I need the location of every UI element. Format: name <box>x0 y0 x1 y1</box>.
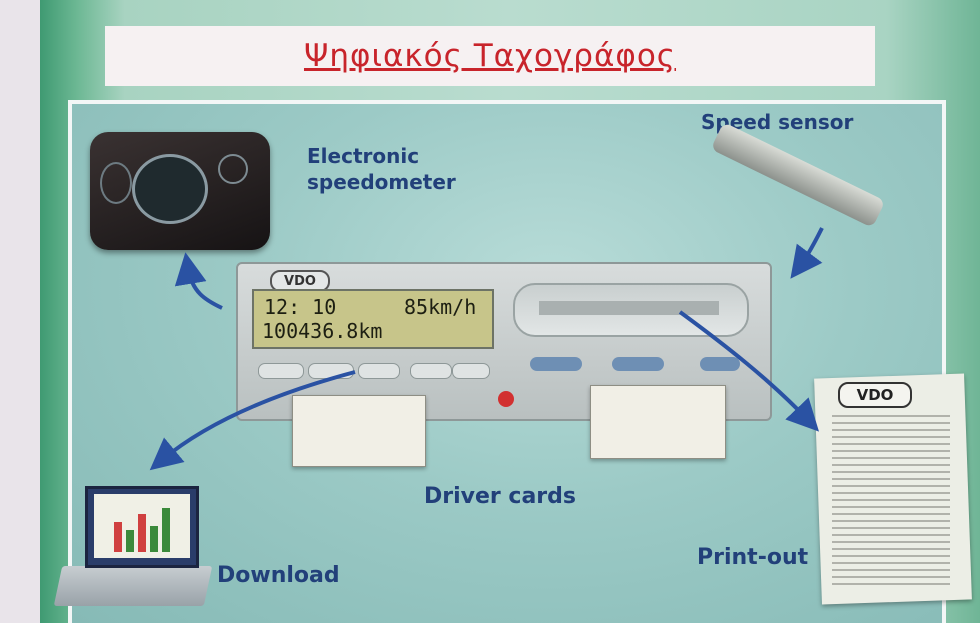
label-driver-cards: Driver cards <box>424 484 577 509</box>
printout-text-lines <box>832 415 950 585</box>
tacho-button <box>410 363 452 379</box>
printer-slot <box>513 283 749 337</box>
tacho-button <box>358 363 400 379</box>
speedometer-small-gauge <box>100 162 132 204</box>
speedometer-side-gauge <box>218 154 248 184</box>
tacho-blue-button <box>700 357 740 371</box>
display-odometer: 100436.8km <box>262 319 383 343</box>
tachograph-display: 12: 10 85km/h 100436.8km <box>252 289 494 349</box>
laptop-bar <box>162 508 170 552</box>
speedometer-dial <box>132 154 208 224</box>
display-time: 12: 10 <box>264 295 337 319</box>
tacho-button <box>452 363 490 379</box>
laptop-screen <box>85 486 199 568</box>
label-download: Download <box>217 563 340 588</box>
arrow-to-printout <box>678 310 820 432</box>
title-banner: Ψηφιακός Ταχογράφος <box>105 26 875 86</box>
laptop-chart-screen <box>94 494 190 558</box>
electronic-speedometer-image <box>90 132 270 250</box>
tacho-blue-button <box>530 357 582 371</box>
laptop-bar <box>126 530 134 552</box>
printout-brand-logo: VDO <box>838 382 912 408</box>
arrow-from-sensor <box>790 227 824 279</box>
tacho-red-led <box>498 391 514 407</box>
tacho-button <box>258 363 304 379</box>
display-speed: 85km/h <box>404 295 477 319</box>
laptop-bar <box>150 526 158 552</box>
arrow-to-download <box>149 370 356 471</box>
laptop-bar <box>138 514 146 552</box>
label-speedometer-line1: Electronic <box>307 144 420 168</box>
arrow-to-speedometer <box>174 252 223 310</box>
driver-card-1 <box>292 395 426 467</box>
label-electronic-speedometer: Electronic speedometer <box>307 143 456 195</box>
laptop-bar <box>114 522 122 552</box>
label-speedometer-line2: speedometer <box>307 170 456 194</box>
tacho-blue-button <box>612 357 664 371</box>
poster-title: Ψηφιακός Ταχογράφος <box>303 38 677 74</box>
label-print-out: Print-out <box>697 545 809 570</box>
driver-card-2 <box>590 385 726 459</box>
